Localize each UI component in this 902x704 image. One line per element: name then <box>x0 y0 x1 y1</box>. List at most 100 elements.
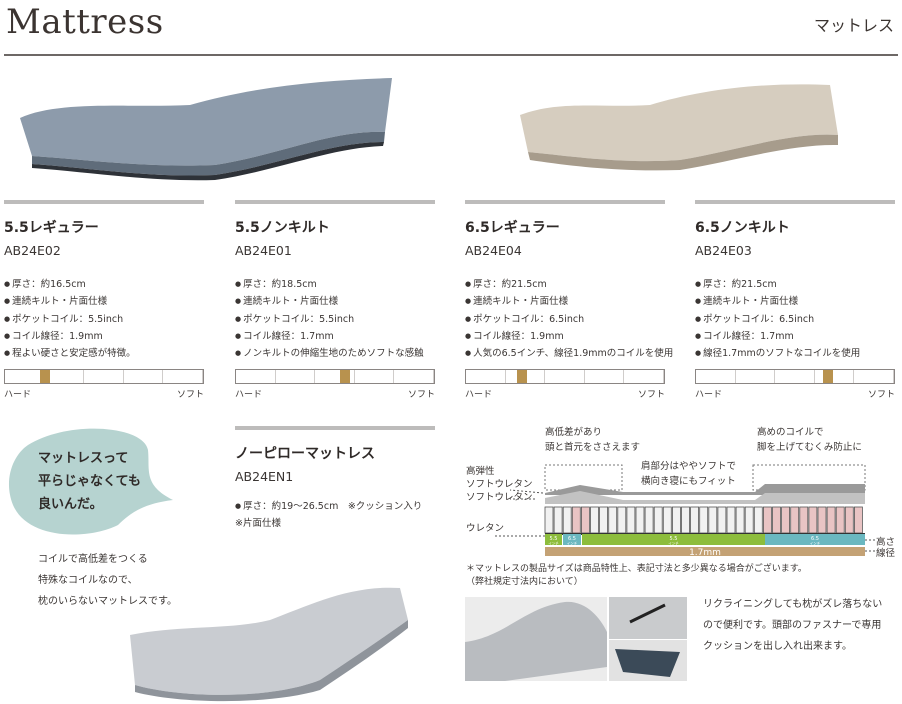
coil-height-unit: インチ <box>548 541 559 546</box>
pocket-coil <box>608 506 618 534</box>
speech-bubble <box>8 428 174 535</box>
spec-item: 線径1.7mmのソフトなコイルを使用 <box>695 345 895 362</box>
spec-item: ポケットコイル：5.5inch <box>235 311 435 328</box>
title-divider <box>4 54 898 56</box>
coil-height-segment <box>563 534 581 545</box>
spec-list: 厚さ：約21.5cm 連続キルト・片面仕様 ポケットコイル：6.5inch コイ… <box>695 276 895 362</box>
product-card: 6.5ノンキルト AB24E03 厚さ：約21.5cm 連続キルト・片面仕様 ポ… <box>695 200 895 400</box>
spec-item: 厚さ：約21.5cm <box>695 276 895 293</box>
pocket-coil <box>744 506 754 534</box>
pocket-coil <box>581 506 590 534</box>
pocket-coil <box>644 506 654 534</box>
callout-line: 肩部分はややソフトで <box>641 461 737 472</box>
zipper-photo <box>609 597 687 639</box>
layer-label: 高弾性 <box>466 466 495 477</box>
card-top-bar <box>4 200 204 204</box>
hard-label: ハード <box>4 390 32 401</box>
caption-line: リクライニングしても枕がズレ落ちない <box>703 599 883 610</box>
coil-height-unit: インチ <box>567 541 578 546</box>
coil-height-label: 6.5 <box>568 536 576 542</box>
spec-item: ポケットコイル：6.5inch <box>695 311 895 328</box>
pocket-coil <box>753 506 763 534</box>
pocket-coil <box>690 506 700 534</box>
firmness-marker <box>39 370 50 384</box>
coil-height-segment <box>582 534 765 545</box>
pocket-coil <box>817 506 827 534</box>
size-note: ＊マットレスの製品サイズは商品特性上、表記寸法と多少異なる場合がございます。 （… <box>466 563 807 589</box>
spec-item: コイル線径：1.9mm <box>4 328 204 345</box>
product-code: AB24E01 <box>235 243 292 258</box>
hard-label: ハード <box>235 390 263 401</box>
wire-gauge-value: 1.7mm <box>689 548 721 558</box>
spec-item: コイル線径：1.9mm <box>465 328 665 345</box>
pocket-coil <box>544 506 554 534</box>
card-top-bar <box>235 426 435 430</box>
firmness-scale <box>695 369 895 385</box>
spec-list: 厚さ：約21.5cm 連続キルト・片面仕様 ポケットコイル：6.5inch コイ… <box>465 276 673 362</box>
no-pillow-card: ノーピローマットレス AB24EN1 厚さ：約19〜26.5cm ※クッション入… <box>235 426 435 529</box>
spec-item: 厚さ：約16.5cm <box>4 276 204 293</box>
spec-item: 厚さ：約19〜26.5cm ※クッション入り <box>235 498 435 515</box>
spec-item: 厚さ：約18.5cm <box>235 276 435 293</box>
callout-legs: 高めのコイルで脚を上げてむくみ防止に <box>757 425 862 455</box>
product-code: AB24E04 <box>465 243 522 258</box>
bubble-line: マットレスって <box>38 451 129 466</box>
spec-item: 人気の6.5インチ、線径1.9mmのコイルを使用 <box>465 345 673 362</box>
coil-height-label: 5.5 <box>550 536 558 542</box>
soft-label: ソフト <box>407 390 435 401</box>
pocket-coil <box>844 506 854 534</box>
intro-text: コイルで高低差をつくる 特殊なコイルなので、 枕のいらないマットレスです。 <box>38 549 177 612</box>
spec-item: 連続キルト・片面仕様 <box>235 293 435 310</box>
wire-label: 線径 <box>876 548 896 559</box>
wire-gauge-bar <box>545 547 865 556</box>
beige-mattress-image <box>520 84 838 171</box>
pocket-coil <box>799 506 809 534</box>
hard-label: ハード <box>465 390 493 401</box>
pocket-coil <box>617 506 627 534</box>
firmness-marker <box>822 370 833 384</box>
product-name: ノーピローマットレス <box>235 446 375 462</box>
spec-item: 程よい硬さと安定感が特徴。 <box>4 345 204 362</box>
product-name: 5.5ノンキルト <box>235 220 330 236</box>
intro-line: コイルで高低差をつくる <box>38 554 148 565</box>
hard-label: ハード <box>695 390 723 401</box>
spec-list: 厚さ：約19〜26.5cm ※クッション入り <box>235 498 435 515</box>
pocket-coil <box>781 506 791 534</box>
coil-height-segment <box>765 534 865 545</box>
pocket-coil <box>735 506 745 534</box>
coil-height-segment <box>545 534 562 545</box>
pocket-coil <box>717 506 727 534</box>
soft-label: ソフト <box>637 390 665 401</box>
coil-height-label: 6.5 <box>811 536 819 542</box>
urethane-layer <box>545 491 865 504</box>
callout-line: 頭と首元をささえます <box>545 442 641 453</box>
pocket-coil <box>835 506 845 534</box>
intro-line: 特殊なコイルなので、 <box>38 575 138 586</box>
pocket-coil <box>626 506 636 534</box>
callout-line: 高めのコイルで <box>757 427 824 438</box>
product-name: 5.5レギュラー <box>4 220 99 236</box>
pocket-coil <box>562 506 572 534</box>
product-card: 5.5ノンキルト AB24E01 厚さ：約18.5cm 連続キルト・片面仕様 ポ… <box>235 200 435 400</box>
pocket-coil <box>772 506 781 534</box>
pocket-coil <box>762 506 772 534</box>
coil-height-unit: インチ <box>810 541 821 546</box>
note-line: （弊社規定寸法内において） <box>466 577 583 587</box>
coil-height-label: 5.5 <box>670 536 678 542</box>
spec-item: 厚さ：約21.5cm <box>465 276 665 293</box>
caption-line: クッションを出し入れ出来ます。 <box>703 641 852 652</box>
pocket-coil <box>599 506 609 534</box>
bubble-line: 良いんだ。 <box>38 497 103 512</box>
layer-label: ソフトウレタン <box>466 492 533 503</box>
soft-urethane-layer <box>545 484 865 495</box>
spec-item: 連続キルト・片面仕様 <box>465 293 665 310</box>
mattress-images <box>20 78 838 181</box>
soft-label: ソフト <box>867 390 895 401</box>
photo-caption: リクライニングしても枕がズレ落ちない ので便利です。頭部のファスナーで専用 クッ… <box>703 594 882 657</box>
layer-labels: 高弾性 ソフトウレタン ソフトウレタン <box>466 465 533 504</box>
pocket-coil <box>590 506 599 534</box>
layer-label: ウレタン <box>466 523 505 534</box>
intro-line: 枕のいらないマットレスです。 <box>38 596 177 607</box>
note-line: ＊マットレスの製品サイズは商品特性上、表記寸法と多少異なる場合がございます。 <box>466 564 807 574</box>
